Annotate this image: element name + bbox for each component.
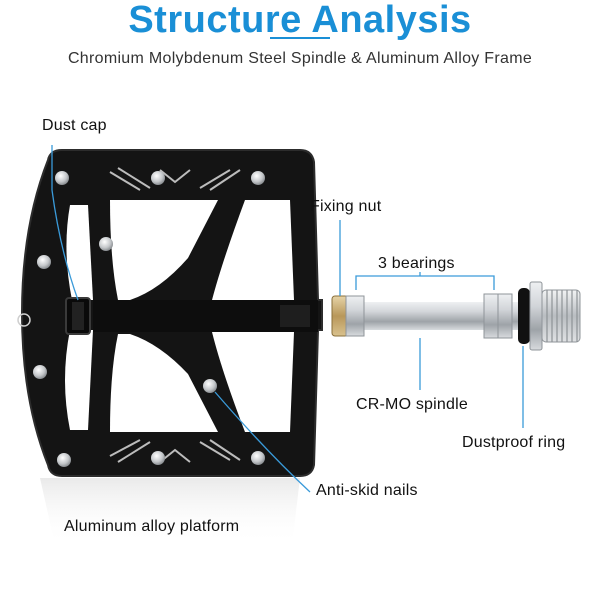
label-platform: Aluminum alloy platform (64, 518, 240, 535)
label-dust-cap: Dust cap (42, 117, 107, 134)
label-anti-skid-nails: Anti-skid nails (316, 482, 418, 499)
leader-dust-cap (51, 145, 79, 301)
label-fixing-nut: Fixing nut (310, 198, 382, 215)
bearing-3 (497, 293, 513, 339)
rim-ring (17, 313, 31, 327)
dust-cap (65, 297, 91, 335)
label-dustproof-ring: Dustproof ring (462, 434, 566, 451)
spindle-assembly (331, 281, 581, 351)
pedal-reflection (40, 478, 300, 545)
bearing-2 (483, 293, 499, 339)
label-spindle: CR-MO spindle (356, 396, 468, 413)
spindle-thread (541, 289, 581, 343)
spindle-flange (529, 281, 543, 351)
pedal-cutouts (65, 200, 294, 432)
anti-skid-pins (33, 171, 265, 467)
leader-bearings-bracket (355, 275, 495, 290)
label-bearings: 3 bearings (378, 255, 455, 272)
bearing-1 (345, 295, 365, 337)
housing-end (280, 305, 310, 327)
page-title: Structure Analysis (128, 0, 472, 41)
leader-lines (51, 145, 524, 493)
dustproof-ring (518, 288, 530, 344)
title-underline (270, 37, 330, 39)
page-subtitle: Chromium Molybdenum Steel Spindle & Alum… (67, 50, 533, 67)
spindle-axle (346, 302, 526, 330)
leader-anti-skid (214, 391, 311, 493)
